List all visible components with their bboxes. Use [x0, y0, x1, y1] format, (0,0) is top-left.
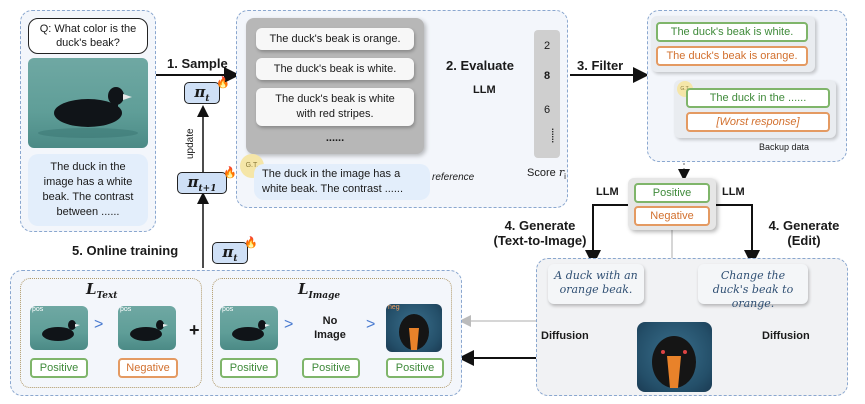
greater-than: > — [94, 316, 104, 333]
response-ellipsis: ...... — [325, 132, 345, 144]
duck-photo — [28, 58, 148, 148]
step-generate-edit-label: 4. Generate(Edit) — [768, 218, 840, 248]
filtered-positive: The duck's beak is white. — [656, 22, 808, 42]
answer-text: The duck in the image has a white beak. … — [28, 154, 148, 226]
loss-text-group — [20, 278, 202, 388]
step-filter-label: 3. Filter — [577, 58, 624, 73]
step-online-training-label: 5. Online training — [72, 243, 179, 258]
llm-left-label: LLM — [596, 186, 619, 198]
question-box: Q: What color is the duck's beak? — [28, 18, 148, 54]
flame-icon: 🔥 — [223, 167, 237, 179]
backup-positive: The duck in the ...... — [686, 88, 830, 108]
policy-pi-t1: πt+1 — [177, 172, 227, 194]
duck-head-illustration — [652, 336, 696, 388]
backup-data-label: Backup data — [759, 142, 810, 152]
response-item: The duck's beak is white. — [256, 58, 414, 80]
loss-image-positive-c: Positive — [386, 358, 444, 378]
pos-tag: pos — [120, 306, 132, 313]
score-label: Score ri — [527, 166, 566, 182]
duck-illustration — [38, 87, 138, 138]
policy-pi-t-top: πt — [184, 82, 220, 104]
greater-than: > — [366, 316, 376, 333]
edit-prompt: Change the duck's beak to orange. — [698, 264, 808, 310]
loss-text-positive: Positive — [30, 358, 88, 378]
loss-text-label: LText — [86, 280, 118, 301]
generated-duck-image — [637, 322, 712, 392]
plus-sign: + — [189, 320, 200, 340]
response-item: The duck's beak is orange. — [256, 28, 414, 50]
score-ellipsis: ...... — [550, 128, 560, 144]
thumb-generated-duck — [386, 304, 442, 352]
llm-right-label: LLM — [722, 186, 745, 198]
flame-icon: 🔥 — [244, 237, 258, 249]
loss-text-negative: Negative — [118, 358, 178, 378]
diffusion-left-label: Diffusion — [541, 330, 589, 342]
reference-label: reference — [432, 172, 475, 183]
pos-tag: pos — [32, 306, 44, 313]
step-generate-t2i-label: 4. Generate(Text-to-Image) — [493, 218, 587, 248]
greater-than: > — [284, 316, 294, 333]
score-value: 2 — [543, 40, 551, 52]
loss-image-label: LImage — [298, 280, 341, 301]
score-value: 6 — [543, 104, 551, 116]
score-column — [534, 30, 560, 158]
pair-negative: Negative — [634, 206, 710, 226]
duck-illustration — [232, 320, 270, 341]
evaluate-llm-label: LLM — [473, 84, 496, 96]
t2i-prompt: A duck with an orange beak. — [548, 264, 644, 304]
thumb-duck-image — [118, 306, 176, 350]
update-label: update — [185, 128, 196, 160]
diffusion-right-label: Diffusion — [762, 330, 810, 342]
pos-tag: pos — [222, 306, 234, 313]
filtered-negative: The duck's beak is orange. — [656, 46, 808, 66]
duck-illustration — [42, 320, 80, 341]
score-value: 8 — [543, 70, 551, 82]
loss-image-positive-b: Positive — [302, 358, 360, 378]
duck-head-illustration — [399, 314, 429, 350]
thumb-duck-image — [220, 306, 278, 350]
pair-positive: Positive — [634, 183, 710, 203]
backup-negative: [Worst response] — [686, 112, 830, 132]
neg-tag: neg — [388, 304, 400, 311]
ground-truth-text: The duck in the image has a white beak. … — [254, 164, 430, 200]
step-evaluate-label: 2. Evaluate — [446, 58, 514, 73]
loss-image-positive-a: Positive — [220, 358, 278, 378]
thumb-duck-image — [30, 306, 88, 350]
loss-image-group — [212, 278, 452, 388]
duck-illustration — [130, 320, 168, 341]
response-item: The duck's beak is white with red stripe… — [256, 88, 414, 126]
flame-icon: 🔥 — [216, 77, 230, 89]
step-sample-label: 1. Sample — [167, 56, 228, 71]
policy-pi-t-bottom: πt — [212, 242, 248, 264]
